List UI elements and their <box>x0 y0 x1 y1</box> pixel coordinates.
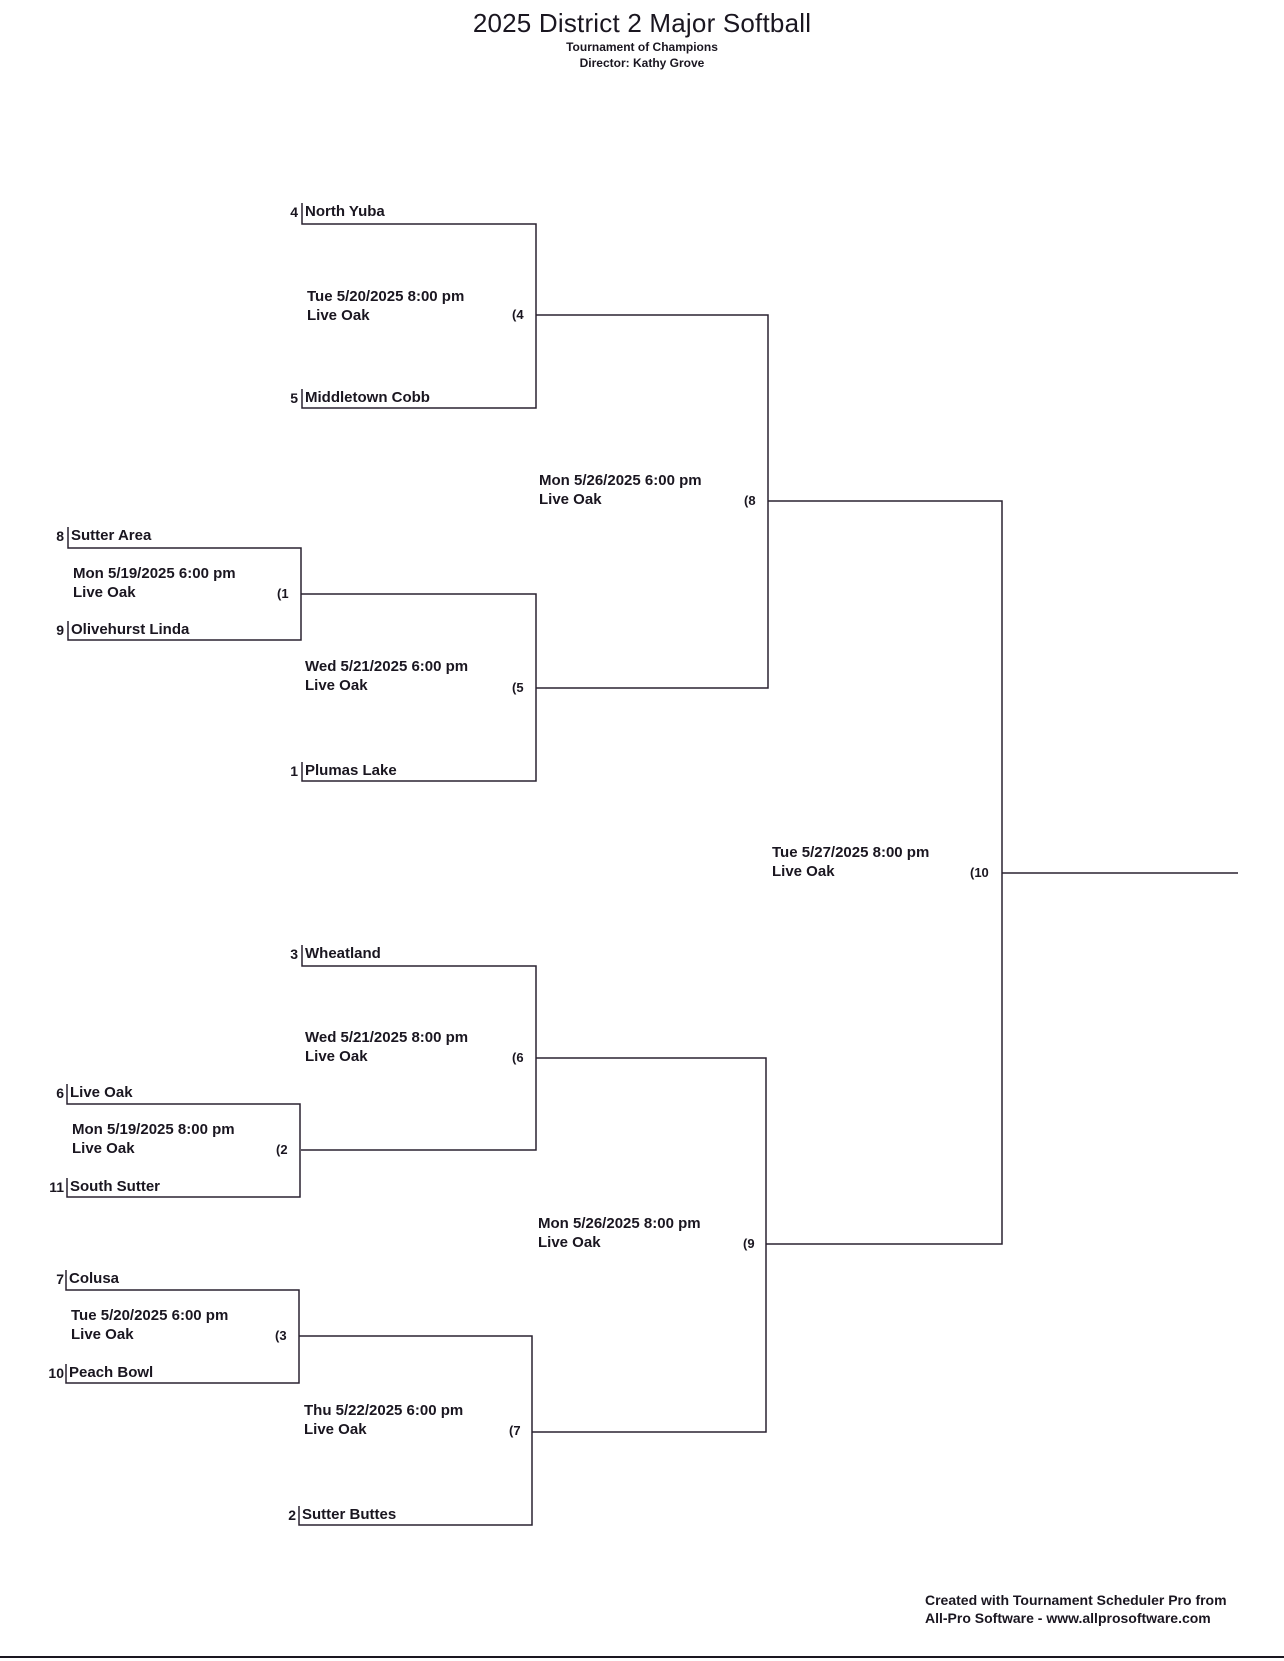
seed-sutter-area: 8 <box>56 528 64 544</box>
team-olivehurst-linda: Olivehurst Linda <box>71 621 190 638</box>
game-8-number: (8 <box>744 493 756 508</box>
game-8-venue: Live Oak <box>539 491 602 508</box>
page-bottom-rule <box>0 1656 1284 1658</box>
game-7-date: Thu 5/22/2025 6:00 pm <box>304 1402 464 1419</box>
team-middletown-cobb: Middletown Cobb <box>305 389 430 406</box>
page-title: 2025 District 2 Major Softball <box>472 8 812 38</box>
game-1-venue: Live Oak <box>73 584 136 601</box>
seed-live-oak: 6 <box>56 1085 64 1101</box>
game-2-venue: Live Oak <box>72 1140 135 1157</box>
game-4-number: (4 <box>512 307 524 322</box>
game-10-venue: Live Oak <box>772 863 835 880</box>
game-7-number: (7 <box>509 1423 521 1438</box>
seed-north-yuba: 4 <box>290 204 298 220</box>
team-sutter-buttes: Sutter Buttes <box>302 1506 397 1523</box>
game-3-venue: Live Oak <box>71 1326 134 1343</box>
game-4-venue: Live Oak <box>307 307 370 324</box>
team-south-sutter: South Sutter <box>70 1178 160 1195</box>
game-5-venue: Live Oak <box>305 677 368 694</box>
director-line: Director: Kathy Grove <box>579 56 705 70</box>
bracket-line-game-5 <box>301 593 537 782</box>
game-8-date: Mon 5/26/2025 6:00 pm <box>539 472 702 489</box>
seed-sutter-buttes: 2 <box>288 1507 296 1523</box>
game-4-date: Tue 5/20/2025 8:00 pm <box>307 288 465 305</box>
seed-wheatland: 3 <box>290 946 298 962</box>
bracket-line-game-3 <box>301 945 537 1151</box>
bracket-line-game-4 <box>301 203 537 409</box>
footer-credit-line-1: Created with Tournament Scheduler Pro fr… <box>925 1592 1227 1608</box>
game-9-date: Mon 5/26/2025 8:00 pm <box>538 1215 701 1232</box>
game-1-date: Mon 5/19/2025 6:00 pm <box>73 565 236 582</box>
seed-plumas-lake: 1 <box>290 763 298 779</box>
game-6-date: Wed 5/21/2025 8:00 pm <box>305 1029 469 1046</box>
team-live-oak: Live Oak <box>70 1084 133 1101</box>
game-1-number: (1 <box>277 586 289 601</box>
seed-olivehurst-linda: 9 <box>56 622 64 638</box>
game-10-date: Tue 5/27/2025 8:00 pm <box>772 844 930 861</box>
game-7-venue: Live Oak <box>304 1421 367 1438</box>
game-5-number: (5 <box>512 680 524 695</box>
tournament-subtitle: Tournament of Champions <box>566 40 718 54</box>
game-6-venue: Live Oak <box>305 1048 368 1065</box>
team-wheatland: Wheatland <box>305 945 381 962</box>
game-2-date: Mon 5/19/2025 8:00 pm <box>72 1121 235 1138</box>
team-colusa: Colusa <box>69 1270 120 1287</box>
game-3-number: (3 <box>275 1328 287 1343</box>
game-9-venue: Live Oak <box>538 1234 601 1251</box>
seed-middletown-cobb: 5 <box>290 390 298 406</box>
team-sutter-area: Sutter Area <box>71 527 152 544</box>
seed-colusa: 7 <box>56 1271 64 1287</box>
footer-credit-line-2: All-Pro Software - www.allprosoftware.co… <box>925 1610 1211 1626</box>
team-north-yuba: North Yuba <box>305 203 385 220</box>
team-peach-bowl: Peach Bowl <box>69 1364 154 1381</box>
game-9-number: (9 <box>743 1236 755 1251</box>
seed-peach-bowl: 10 <box>48 1365 64 1381</box>
bracket-line-game-2 <box>66 1084 301 1198</box>
game-5-date: Wed 5/21/2025 6:00 pm <box>305 658 469 675</box>
game-6-number: (6 <box>512 1050 524 1065</box>
team-plumas-lake: Plumas Lake <box>305 762 397 779</box>
seed-south-sutter: 11 <box>49 1179 64 1195</box>
game-3-date: Tue 5/20/2025 6:00 pm <box>71 1307 229 1324</box>
game-2-number: (2 <box>276 1142 288 1157</box>
bracket-line-game-9 <box>532 1057 767 1433</box>
game-10-number: (10 <box>970 865 989 880</box>
bracket-line-game-7 <box>298 1335 533 1526</box>
